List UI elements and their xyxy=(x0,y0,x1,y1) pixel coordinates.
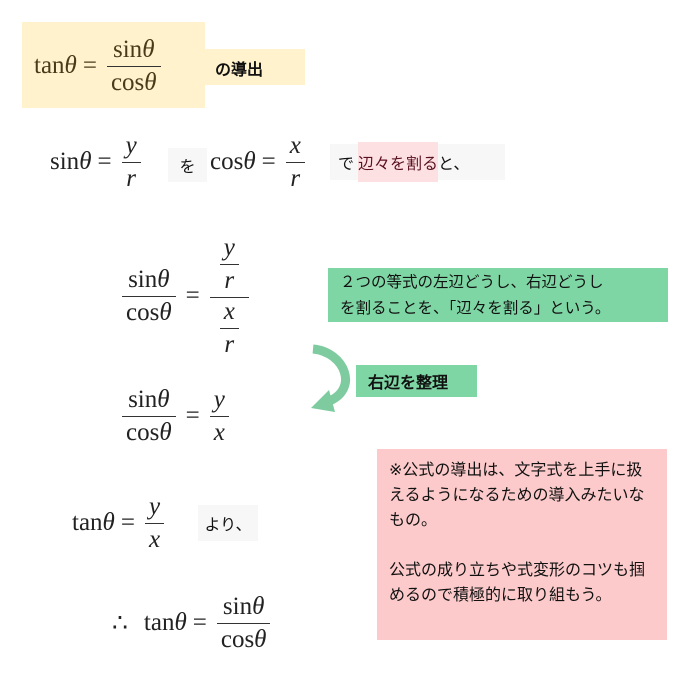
highlight-text: 辺々を割る xyxy=(358,142,439,182)
cos-text: cos xyxy=(126,418,160,446)
title-box xyxy=(22,22,205,108)
sin-text: sin xyxy=(50,148,80,175)
tail-text: と、 xyxy=(438,154,470,173)
equals: = xyxy=(192,609,207,636)
numerator: y xyxy=(213,385,225,413)
note-line: を割ることを、「辺々を割る」という。 xyxy=(340,299,611,317)
note-box-green: ２つの等式の左辺どうし、右辺どうし を割ることを、「辺々を割る」という。 xyxy=(328,268,668,322)
denominator: x xyxy=(144,522,165,554)
tan-text: tan xyxy=(72,509,103,536)
title-suffix-box xyxy=(205,49,305,85)
numerator: x xyxy=(289,131,301,159)
theta: θ xyxy=(157,265,170,293)
step1-caption: で 辺々を割る と、 xyxy=(330,142,505,182)
cos-text: cos xyxy=(210,148,244,175)
numerator: sin xyxy=(113,35,143,63)
equals: = xyxy=(82,52,97,79)
theta: θ xyxy=(252,592,265,620)
numerator: y xyxy=(223,233,235,261)
note-paragraph: 公式の成り立ちや式変形のコツも掴めるので積極的に取り組もう。 xyxy=(389,560,646,604)
equals: = xyxy=(120,509,135,536)
theta: θ xyxy=(157,385,170,413)
theta: θ xyxy=(159,298,172,326)
theta: θ xyxy=(79,148,92,175)
tan-text: tan xyxy=(34,52,65,79)
theta: θ xyxy=(102,509,115,536)
sin-text: sin xyxy=(128,265,158,293)
equals: = xyxy=(185,402,200,429)
de-particle: で xyxy=(338,154,355,173)
equals: = xyxy=(97,148,112,175)
theta: θ xyxy=(254,625,267,653)
note-line: ２つの等式の左辺どうし、右辺どうし xyxy=(340,273,604,291)
numerator: y xyxy=(125,131,137,159)
denominator: r xyxy=(219,263,239,295)
cos-text: cos xyxy=(126,298,160,326)
yori-text: より、 xyxy=(198,505,258,541)
denominator: r xyxy=(219,327,239,359)
note-paragraph: ※公式の導出は、文字式を上手に扱えるようになるための導入みたいなもの。 xyxy=(389,460,645,529)
denominator: cos xyxy=(110,68,145,96)
title-suffix: の導出 xyxy=(215,60,264,79)
sin-text: sin xyxy=(128,385,158,413)
equals: = xyxy=(261,148,276,175)
equals: = xyxy=(185,282,200,309)
theta: θ xyxy=(142,35,155,63)
theta: θ xyxy=(243,148,256,175)
theta: θ xyxy=(159,418,172,446)
denominator: r xyxy=(121,161,141,193)
denominator: x xyxy=(209,415,229,447)
numerator: x xyxy=(223,297,235,325)
tan-text: tan xyxy=(143,609,175,636)
theta: θ xyxy=(174,609,187,636)
curved-arrow-icon xyxy=(311,344,350,412)
sin-text: sin xyxy=(222,592,253,620)
theta: θ xyxy=(144,68,157,96)
theta: θ xyxy=(64,52,77,79)
cos-text: cos xyxy=(220,625,255,653)
note-box-pink: ※公式の導出は、文字式を上手に扱えるようになるための導入みたいなもの。 公式の成… xyxy=(377,449,667,640)
denominator: r xyxy=(285,161,305,193)
wo-particle: を xyxy=(168,148,207,182)
numerator: y xyxy=(148,492,161,520)
therefore-symbol: ∴ xyxy=(112,610,128,637)
arrow-label: 右辺を整理 xyxy=(356,365,477,397)
